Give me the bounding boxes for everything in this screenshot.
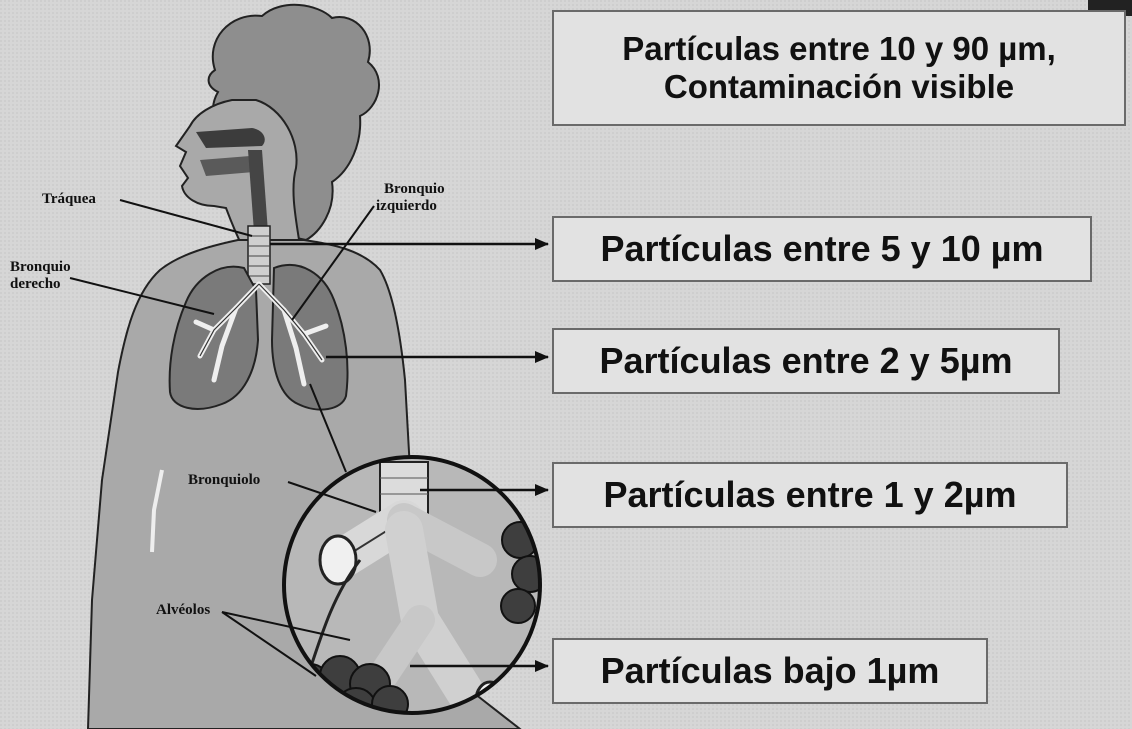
box-particles-2-5: Partículas entre 2 y 5µm xyxy=(552,328,1060,394)
box-particles-5-10-text: Partículas entre 5 y 10 µm xyxy=(601,228,1044,269)
box-particles-1-2-text: Partículas entre 1 y 2µm xyxy=(604,474,1017,515)
trachea-illustration xyxy=(248,226,270,284)
label-alveolos: Alvéolos xyxy=(156,602,210,619)
label-bronquio-derecho-line1: Bronquio xyxy=(10,259,71,276)
box-particles-5-10: Partículas entre 5 y 10 µm xyxy=(552,216,1092,282)
box-particles-under-1-text: Partículas bajo 1µm xyxy=(601,650,940,691)
box-particles-under-1: Partículas bajo 1µm xyxy=(552,638,988,704)
box-particles-1-2: Partículas entre 1 y 2µm xyxy=(552,462,1068,528)
box-particles-10-90: Partículas entre 10 y 90 µm, Contaminaci… xyxy=(552,10,1126,126)
box-particles-10-90-line2: Contaminación visible xyxy=(664,68,1014,106)
label-bronquio-izquierdo-line2: izquierdo xyxy=(376,198,445,215)
label-bronquio-derecho: Bronquio derecho xyxy=(10,259,71,293)
label-bronquio-izquierdo-line1: Bronquio xyxy=(376,181,445,198)
label-bronquiolo: Bronquiolo xyxy=(188,472,260,489)
box-particles-10-90-line1: Partículas entre 10 y 90 µm, xyxy=(622,30,1056,68)
label-traquea: Tráquea xyxy=(42,191,96,208)
box-particles-2-5-text: Partículas entre 2 y 5µm xyxy=(600,340,1013,381)
label-bronquio-izquierdo: Bronquio izquierdo xyxy=(376,181,445,215)
label-bronquio-derecho-line2: derecho xyxy=(10,276,71,293)
